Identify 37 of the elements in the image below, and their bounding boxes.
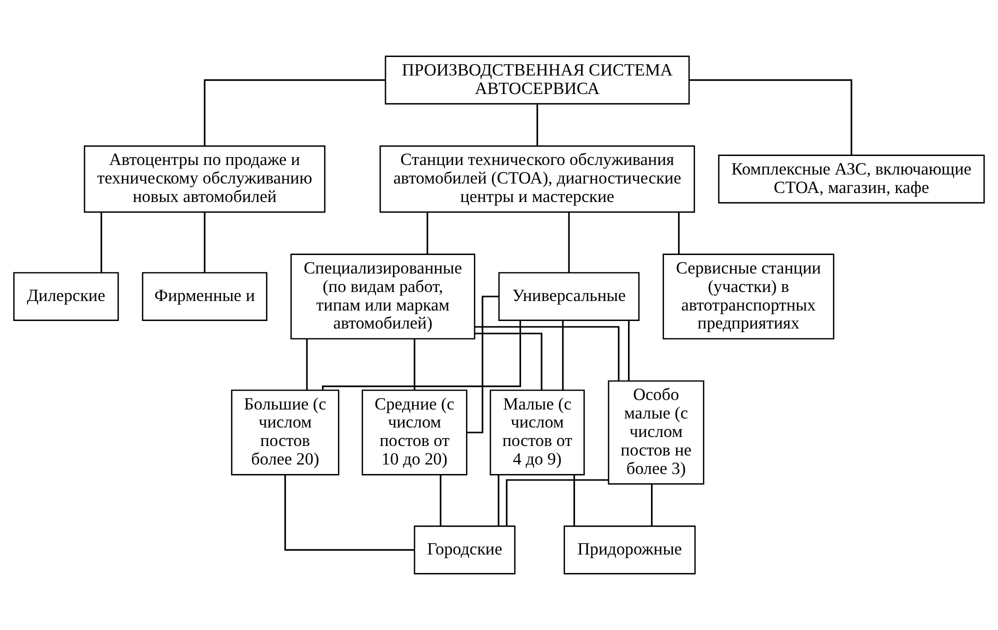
node-box: Автоцентры по продаже и техническому обслуживанию новых автомобилей <box>84 145 326 213</box>
node-box: Комплексные АЗС, включающие СТОА, магазин, кафе <box>718 154 985 204</box>
connector <box>573 474 576 526</box>
node-box: Дилерские <box>13 272 119 321</box>
node-box: Специализированные (по видам работ, типам или маркам автомобилей) <box>290 254 476 340</box>
connector <box>474 326 620 381</box>
connector <box>414 338 416 390</box>
connector <box>678 212 680 254</box>
connector <box>628 320 630 381</box>
connector <box>100 212 102 272</box>
node-box: Сервисные станции (участки) в автотранспортных предприятиях <box>662 254 834 340</box>
connector <box>474 332 542 390</box>
connector <box>426 212 428 254</box>
connector <box>204 212 206 272</box>
connector <box>568 212 570 272</box>
node-box: Универсальные <box>498 272 640 321</box>
node-box: ПРОИЗВОДСТВЕННАЯ СИСТЕМА АВТОСЕРВИСА <box>384 56 690 104</box>
node-box: Станции технического обслуживания автомобилей (СТОА), диагностические центры и мастерские <box>380 145 696 213</box>
connector <box>689 79 852 156</box>
node-box: Малые (с числом постов от 4 до 9) <box>490 390 585 476</box>
connector <box>498 474 500 526</box>
connector <box>536 104 538 146</box>
connector <box>562 320 564 390</box>
node-box: Особо малые (с числом постов не более 3) <box>608 380 704 485</box>
node-box: Фирменные и <box>142 272 268 321</box>
connector <box>651 484 653 526</box>
connector <box>466 296 499 434</box>
connector <box>506 479 608 526</box>
connector <box>204 79 386 146</box>
node-box: Городские <box>414 526 516 574</box>
connector <box>284 474 414 551</box>
connector <box>322 320 522 390</box>
connector <box>306 338 308 390</box>
connector <box>440 474 442 526</box>
node-box: Средние (с числом постов от 10 до 20) <box>362 390 468 476</box>
node-box: Придорожные <box>564 526 696 574</box>
node-box: Большие (с числом постов более 20) <box>231 390 340 476</box>
